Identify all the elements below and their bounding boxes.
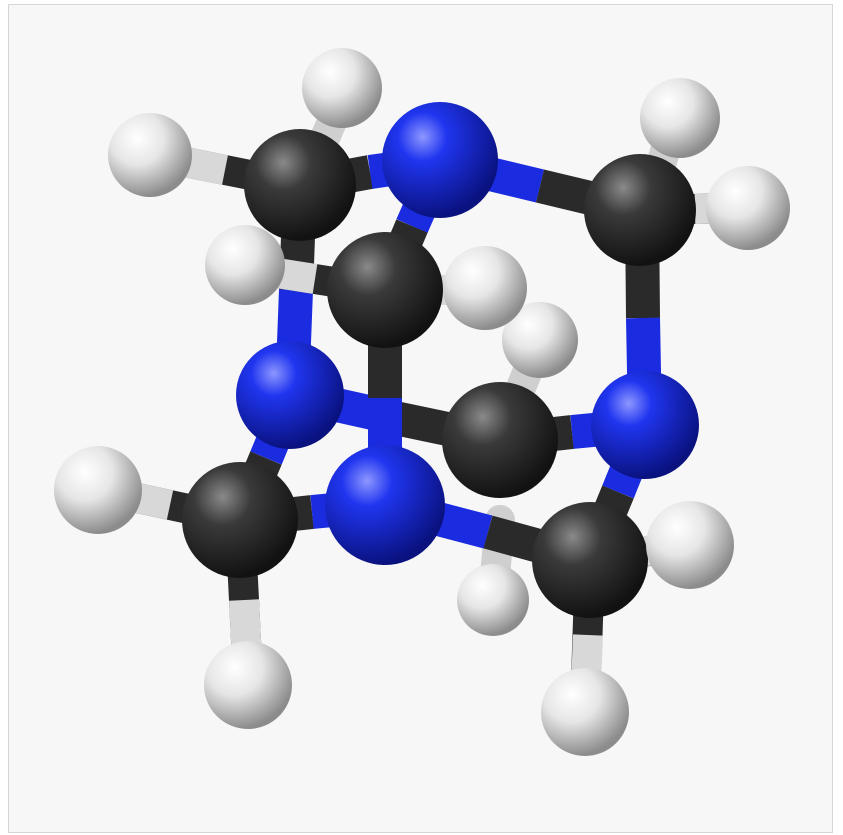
hydrogen-atom-center-back bbox=[502, 302, 578, 378]
hydrogen-atom-top-right bbox=[706, 166, 790, 250]
hydrogen-atom-bottom-left bbox=[54, 446, 142, 534]
carbon-atom-bottom-right bbox=[532, 502, 648, 618]
hydrogen-atom-top-left bbox=[108, 113, 192, 197]
hydrogen-atom-lower-right bbox=[541, 668, 629, 756]
nitrogen-atom-left bbox=[236, 341, 344, 449]
hydrogen-atom-bottom-right bbox=[646, 501, 734, 589]
hydrogen-atom-center-right bbox=[443, 246, 527, 330]
nitrogen-atom-bottom-front bbox=[325, 445, 445, 565]
hydrogen-atom-right-back bbox=[640, 78, 720, 158]
carbon-atom-top-left bbox=[244, 129, 356, 241]
nitrogen-atom-right bbox=[591, 371, 699, 479]
hydrogen-atom-top-back bbox=[302, 48, 382, 128]
carbon-atom-center bbox=[327, 232, 443, 348]
atoms-layer bbox=[54, 102, 790, 756]
nitrogen-atom-top bbox=[382, 102, 498, 218]
carbon-atom-bottom-left bbox=[182, 462, 298, 578]
hydrogen-atom-bottom-back bbox=[457, 564, 529, 636]
hydrogen-atom-lower-left bbox=[204, 641, 292, 729]
hydrogen-atom-center-left bbox=[205, 225, 285, 305]
carbon-atom-top-right bbox=[584, 154, 696, 266]
carbon-atom-back bbox=[442, 382, 558, 498]
